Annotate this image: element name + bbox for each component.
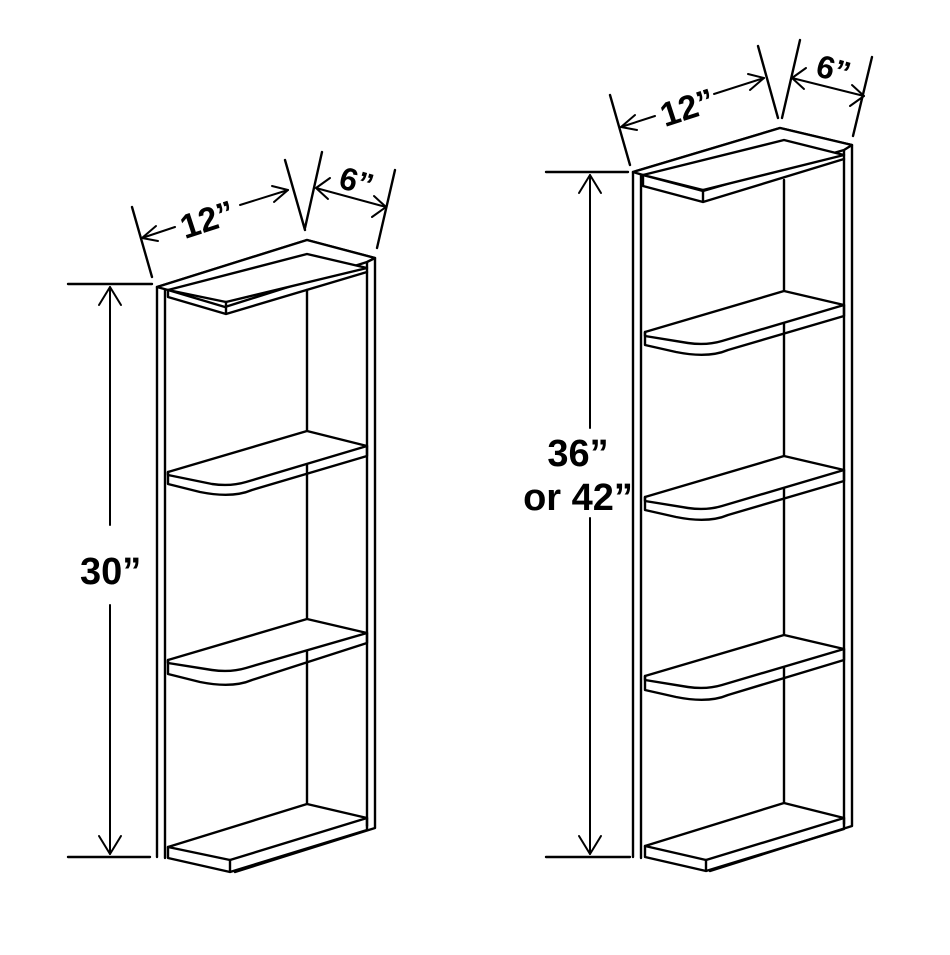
right-cabinet-top-shelf: [641, 138, 846, 192]
left-cabinet-top-shelf: [166, 252, 369, 304]
right-cabinet-shelf-3: [643, 454, 846, 511]
right-height-label-line1: 36”: [547, 433, 608, 475]
left-depth-dimension: 6”: [303, 150, 397, 250]
left-width-label: 12”: [176, 194, 240, 247]
left-cabinet-bottom-shelf: [166, 802, 369, 862]
right-cabinet: [631, 126, 854, 873]
right-cabinet-bottom-shelf: [643, 801, 846, 862]
right-height-label-line2: or 42”: [523, 477, 633, 519]
right-depth-dimension: 6”: [780, 38, 874, 138]
right-cabinet-outer-side: [631, 126, 854, 873]
left-height-label: 30”: [80, 551, 141, 593]
left-depth-label: 6”: [335, 160, 377, 204]
left-cabinet: [155, 238, 377, 874]
left-cabinet-outer-side: [155, 238, 377, 874]
right-width-label: 12”: [656, 82, 720, 135]
left-cabinet-shelf-2: [166, 429, 369, 487]
right-cabinet-shelf-2: [643, 289, 846, 346]
right-cabinet-shelf-4: [643, 633, 846, 690]
right-height-dimension: 36” or 42”: [523, 170, 633, 859]
left-height-dimension: 30”: [66, 282, 154, 859]
left-cabinet-shelf-3: [166, 617, 369, 673]
